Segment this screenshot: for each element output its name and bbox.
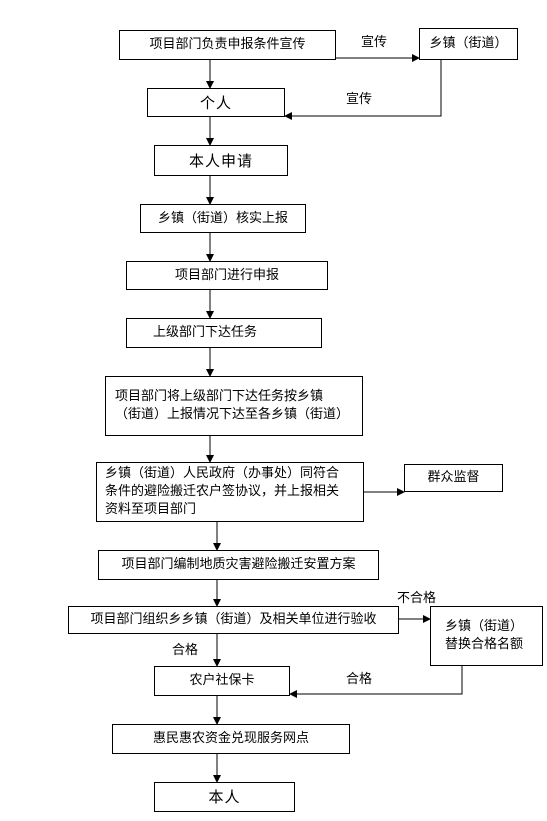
acceptance-box: 项目部门组织乡乡镇（街道）及相关单位进行验收 (68, 606, 399, 634)
replace-box: 乡镇（街道） 替换合格名额 (430, 606, 543, 666)
social-card-box: 农户社保卡 (154, 666, 290, 696)
dept-report-text: 项目部门进行申报 (174, 267, 279, 283)
payout-point-text: 惠民惠农资金兑现服务网点 (152, 731, 309, 746)
plan-box: 项目部门编制地质灾害避险搬迁安置方案 (98, 550, 379, 580)
self-apply-text: 本人申请 (188, 151, 253, 170)
self-final-box: 本人 (154, 782, 295, 812)
social-card-text: 农户社保卡 (189, 673, 255, 688)
replace-line-1: 乡镇（街道） (445, 619, 524, 634)
dept-distribute-line-2: （街道）上报情况下达至各乡镇（街道） (115, 407, 350, 422)
label-publicize-1: 宣传 (361, 35, 388, 50)
dept-distribute-box: 项目部门将上级部门下达任务按乡镇 （街道）上报情况下达至各乡镇（街道） (105, 376, 363, 436)
gov-sign-line-2: 条件的避险搬迁农户签协议，并上报相关 (105, 484, 340, 499)
township-verify-box: 乡镇（街道）核实上报 (140, 204, 306, 233)
gov-sign-box: 乡镇（街道）人民政府（办事处）同符合 条件的避险搬迁农户签协议，并上报相关 资料… (96, 462, 364, 522)
acceptance-text: 项目部门组织乡乡镇（街道）及相关单位进行验收 (90, 612, 377, 627)
township-top-box: 乡镇（街道） (419, 28, 518, 60)
dept-distribute-line-1: 项目部门将上级部门下达任务按乡镇 (115, 389, 324, 404)
superior-task-box: 上级部门下达任务 (126, 318, 322, 348)
arrow-township-to-individual (284, 60, 442, 120)
township-top-text: 乡镇（街道） (429, 36, 508, 51)
dept-report-box: 项目部门进行申报 (126, 261, 328, 290)
gov-sign-line-3: 资料至项目部门 (105, 502, 197, 517)
individual-box: 个人 (147, 88, 285, 117)
public-supervision-text: 群众监督 (427, 470, 480, 485)
payout-point-box: 惠民惠农资金兑现服务网点 (112, 724, 350, 754)
publicize-dept-box: 项目部门负责申报条件宣传 (119, 30, 336, 60)
label-qualified-1: 合格 (172, 643, 199, 658)
self-final-text: 本人 (208, 788, 241, 806)
self-apply-box: 本人申请 (154, 145, 288, 176)
township-verify-text: 乡镇（街道）核实上报 (157, 210, 288, 226)
publicize-dept-text: 项目部门负责申报条件宣传 (149, 37, 306, 52)
label-unqualified: 不合格 (397, 591, 437, 606)
label-qualified-2: 合格 (346, 672, 373, 687)
public-supervision-box: 群众监督 (404, 464, 503, 492)
superior-task-text: 上级部门下达任务 (153, 325, 258, 340)
gov-sign-line-1: 乡镇（街道）人民政府（办事处）同符合 (105, 466, 340, 481)
label-publicize-2: 宣传 (346, 92, 373, 107)
arrow-replace-to-card (289, 666, 463, 698)
individual-text: 个人 (199, 93, 232, 112)
replace-line-2: 替换合格名额 (445, 637, 524, 652)
plan-text: 项目部门编制地质灾害避险搬迁安置方案 (121, 557, 356, 572)
